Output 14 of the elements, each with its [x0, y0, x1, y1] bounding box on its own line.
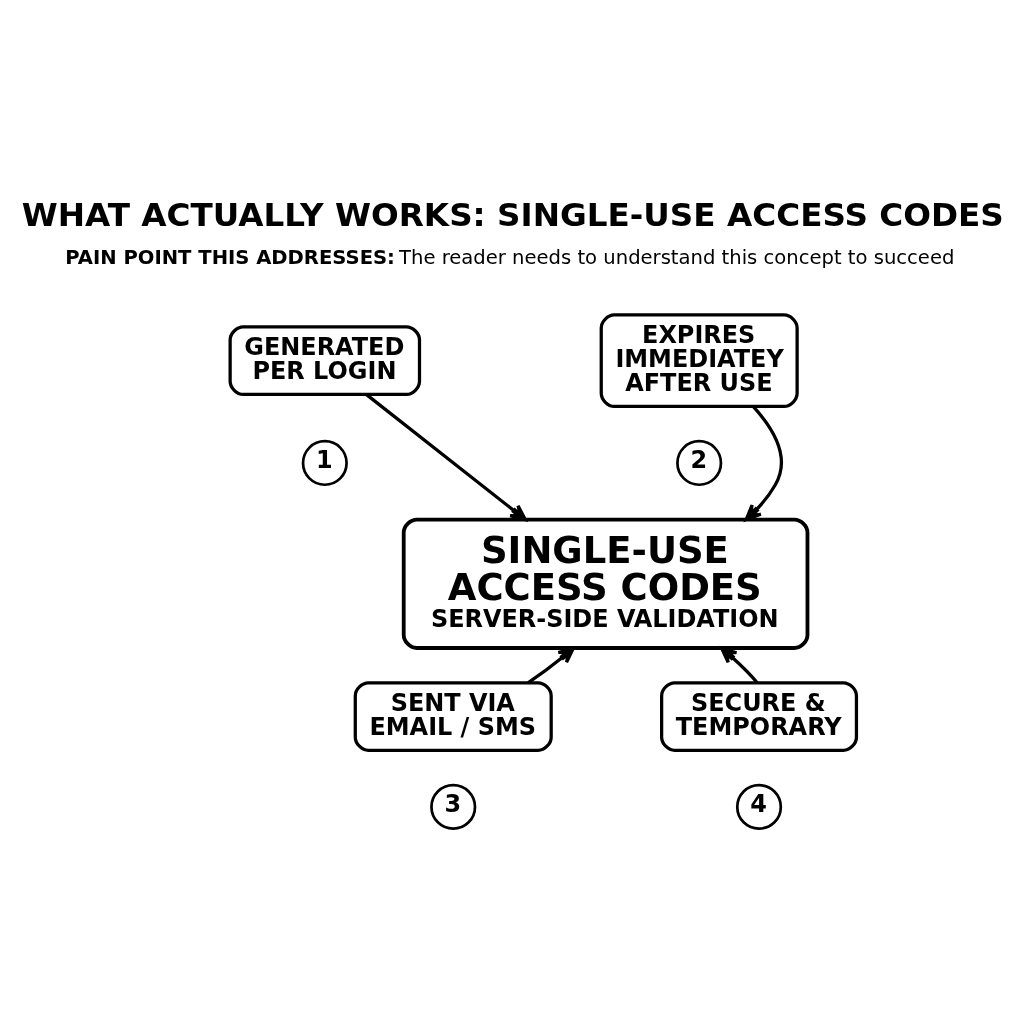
node-circle: 3	[430, 783, 477, 830]
arrow	[527, 646, 575, 684]
node-box: SECURE & TEMPORARY	[660, 680, 859, 752]
node-circle: 2	[676, 439, 723, 486]
node-circle: 4	[735, 783, 783, 830]
node-box: SENT VIA EMAIL / SMS	[353, 680, 553, 752]
node-box: GENERATED PER LOGIN	[228, 324, 422, 396]
diagram-title: WHAT ACTUALLY WORKS: SINGLE-USE ACCESS CODES	[21, 195, 1004, 234]
node-circle: 1	[301, 439, 348, 486]
arrow	[744, 405, 783, 521]
label: PAIN POINT THIS ADDRESSES: The reader needs to understand this concept to succeed	[65, 245, 955, 269]
arrow	[720, 646, 759, 684]
node-box: SINGLE-USE ACCESS CODES SERVER-SIDE VALIDATION	[401, 517, 810, 650]
node-box: EXPIRES IMMEDIATEY AFTER USE	[599, 312, 799, 408]
